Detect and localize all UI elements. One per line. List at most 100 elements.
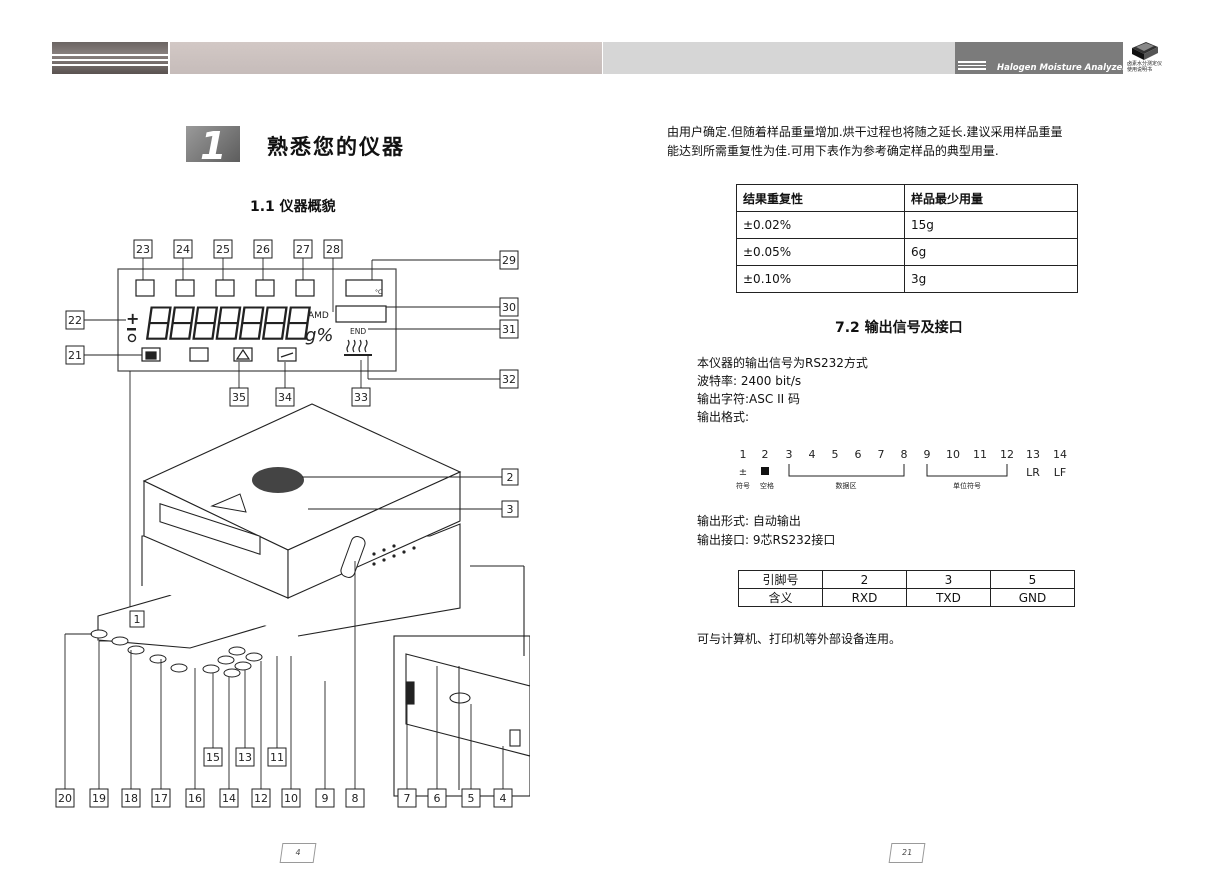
callout-label: 32 [502, 373, 516, 386]
repeatability-table: 结果重复性 样品最少用量 ±0.02% 15g ±0.05% 6g ±0.10%… [736, 184, 1078, 293]
brand-logo-icon [1132, 42, 1158, 60]
ramp-icon [277, 347, 297, 362]
table-cell: 3g [904, 265, 1078, 293]
sign-label: 符号 [736, 481, 750, 490]
callout-label: 25 [216, 243, 230, 256]
signal-info: 本仪器的输出信号为RS232方式 波特率: 2400 bit/s 输出字符:AS… [697, 354, 868, 426]
callout-label: 11 [270, 751, 284, 764]
callout-label: 35 [232, 391, 246, 404]
format-position: 12 [1000, 448, 1014, 461]
callout-label: 2 [507, 471, 514, 484]
heater-icon [344, 339, 372, 356]
table-header: 2 [822, 570, 907, 589]
warning-icon [235, 348, 251, 360]
table-header: 引脚号 [738, 570, 823, 589]
format-position: 8 [901, 448, 908, 461]
callout-label: 4 [500, 792, 507, 805]
table-row: ±0.10% 3g [736, 265, 1078, 293]
keypad [90, 629, 263, 678]
table-cell: ±0.10% [736, 265, 905, 293]
callout-label: 19 [92, 792, 106, 805]
unit-label: g% [305, 325, 334, 346]
callout-label: 16 [188, 792, 202, 805]
minus-indicator [127, 328, 136, 331]
brand-subtitle: 卤素水分测定仪 使用说明书 [1127, 61, 1163, 73]
table-cell: RXD [822, 588, 907, 607]
format-position: 2 [762, 448, 769, 461]
callout-label: 9 [322, 792, 329, 805]
table-cell: GND [990, 588, 1075, 607]
signal-line: 本仪器的输出信号为RS232方式 [697, 356, 868, 370]
intro-line: 由用户确定.但随着样品重量增加.烘干过程也将随之延长.建议采用样品重量 [667, 125, 1063, 139]
signal-line: 波特率: 2400 bit/s [697, 374, 802, 388]
space-square-icon [761, 467, 769, 475]
handle [340, 536, 366, 578]
intro-line: 能达到所需重复性为佳.可用下表作为参考确定样品的典型用量. [667, 144, 999, 158]
plus-indicator: + [126, 309, 139, 328]
vent-dots [372, 544, 416, 566]
callout-label: 5 [468, 792, 475, 805]
callout-label: 12 [254, 792, 268, 805]
end-label: END [350, 327, 366, 336]
format-position: 3 [786, 448, 793, 461]
amd-label: AMD [308, 311, 329, 321]
callout-label: 21 [68, 349, 82, 362]
section-title-right: 7.2 输出信号及接口 [835, 320, 963, 336]
format-position: 10 [946, 448, 960, 461]
section-title-left: 1.1 仪器概貌 [250, 199, 336, 215]
table-cell: TXD [906, 588, 991, 607]
page-number-right: 21 [888, 843, 926, 863]
instrument-diagram: + g% AMD END °C 23 [55, 239, 530, 808]
callout-label: 20 [58, 792, 72, 805]
callout-label: 27 [296, 243, 310, 256]
callout-label: 6 [434, 792, 441, 805]
table-header: 结果重复性 [736, 184, 905, 212]
header-band-light [603, 42, 955, 74]
callout-labels-top: 23 24 25 26 27 28 29 30 31 32 22 21 35 3… [68, 243, 516, 404]
table-cell: ±0.02% [736, 211, 905, 239]
callout-label: 28 [326, 243, 340, 256]
callout-label: 24 [176, 243, 190, 256]
signal-line: 输出字符:ASC II 码 [697, 392, 800, 406]
device-body [97, 403, 462, 649]
callout-label: 13 [238, 751, 252, 764]
callout-label: 23 [136, 243, 150, 256]
callout-label: 18 [124, 792, 138, 805]
unit-area-label: 单位符号 [953, 481, 981, 490]
format-position: 7 [878, 448, 885, 461]
format-position: 1 [740, 448, 747, 461]
lr-label: LR [1026, 466, 1040, 479]
lcd-main-digits [146, 306, 311, 340]
table-cell: 6g [904, 238, 1078, 266]
callout-label: 3 [507, 503, 514, 516]
page-number-left: 4 [279, 843, 317, 863]
callout-label: 33 [354, 391, 368, 404]
chapter-number: 1 [200, 124, 227, 168]
signal-line: 输出格式: [697, 410, 750, 424]
lf-label: LF [1054, 466, 1066, 479]
speaker-icon [189, 347, 209, 362]
sample-window [252, 467, 304, 493]
table-header: 样品最少用量 [904, 184, 1078, 212]
lock-icon [145, 351, 157, 360]
chapter-number-box: 1 [186, 124, 240, 168]
table-header: 3 [906, 570, 991, 589]
hot-warning-icon [210, 493, 247, 513]
temp-unit: °C [375, 289, 382, 296]
callout-label: 17 [154, 792, 168, 805]
format-position: 6 [855, 448, 862, 461]
output-line: 输出接口: 9芯RS232接口 [697, 533, 836, 547]
callout-label: 34 [278, 391, 292, 404]
callout-leaders-top [84, 258, 500, 611]
callout-box-1 [129, 610, 145, 628]
data-area-label: 数据区 [836, 481, 857, 490]
header-band-mid [170, 42, 602, 74]
lcd-top-icons [135, 279, 387, 323]
callout-label: 15 [206, 751, 220, 764]
table-row: ±0.02% 15g [736, 211, 1078, 239]
callout-label: 7 [404, 792, 411, 805]
format-position: 5 [832, 448, 839, 461]
callout-label: 26 [256, 243, 270, 256]
callout-label: 29 [502, 254, 516, 267]
stable-indicator [127, 333, 137, 343]
